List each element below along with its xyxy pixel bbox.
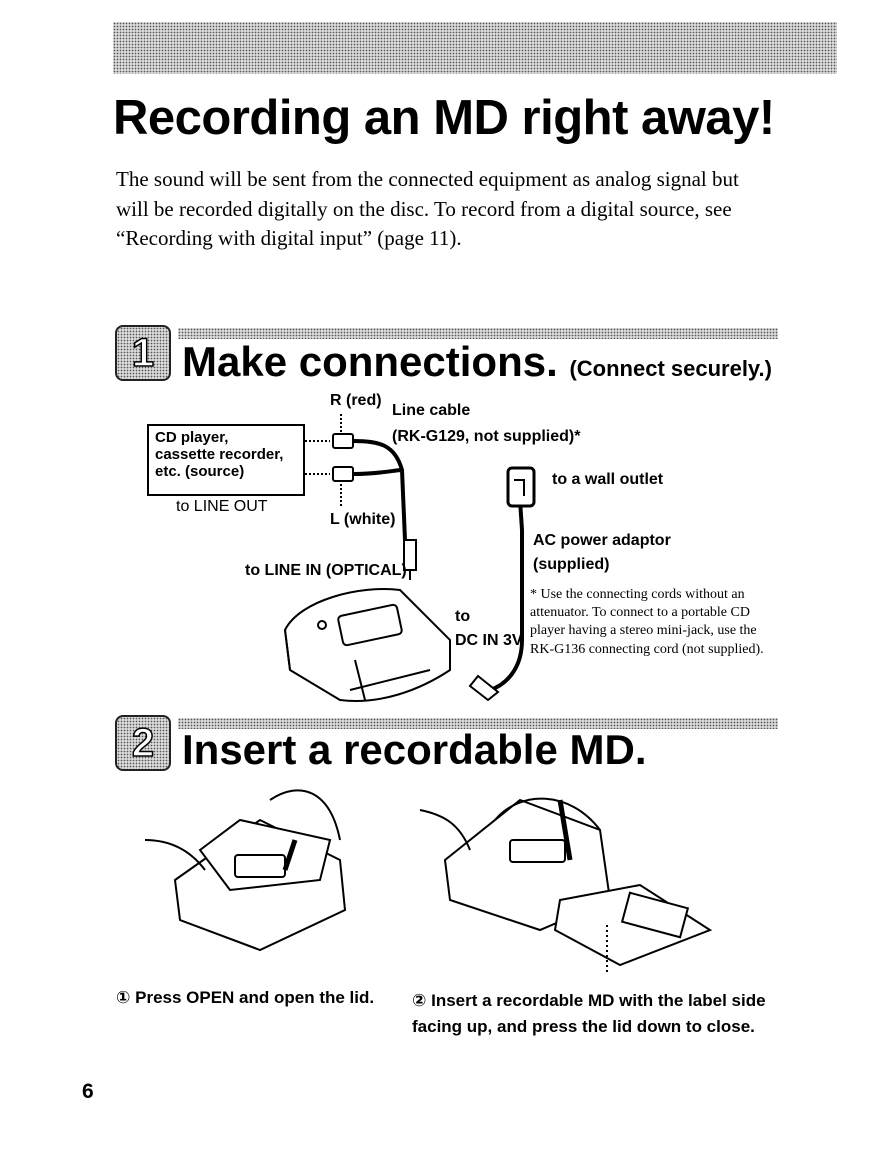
source-label-3: etc. (source) <box>155 463 245 480</box>
to-line-out-label: to LINE OUT <box>176 498 268 515</box>
r-red-label: R (red) <box>330 392 382 409</box>
step2-caption-1: ① Press OPEN and open the lid. <box>116 988 375 1007</box>
to-label: to <box>455 608 471 625</box>
step1-number-badge: 1 <box>115 325 171 381</box>
source-box: CD player, cassette recorder, etc. (sour… <box>147 424 305 496</box>
step2-number-badge: 2 <box>115 715 171 771</box>
ac-adaptor-supplied-label: (supplied) <box>533 556 610 573</box>
source-label-2: cassette recorder, <box>155 446 284 463</box>
header-pattern-band <box>113 22 837 74</box>
connection-note: * Use the connecting cords without an at… <box>530 587 764 657</box>
step2-title: Insert a recordable MD. <box>182 726 647 773</box>
dc-in-label: DC IN 3V <box>455 632 523 649</box>
line-cable-label: Line cable <box>392 402 471 419</box>
step2-pattern-band <box>178 718 778 729</box>
l-white-label: L (white) <box>330 511 396 528</box>
step1-subtitle: (Connect securely.) <box>569 356 772 381</box>
ac-adaptor-label: AC power adaptor <box>533 532 671 549</box>
step1-heading: Make connections. (Connect securely.) <box>182 338 772 386</box>
to-wall-outlet-label: to a wall outlet <box>552 471 664 488</box>
to-line-in-label: to LINE IN (OPTICAL) <box>245 562 407 579</box>
step1-title: Make connections. <box>182 338 558 385</box>
intro-paragraph: The sound will be sent from the connecte… <box>116 167 739 250</box>
md-recorder-unit <box>283 588 451 702</box>
source-label-1: CD player, <box>155 429 229 446</box>
step1-pattern-band <box>178 328 778 339</box>
line-cable-model-label: (RK-G129, not supplied)* <box>392 428 581 445</box>
page-title: Recording an MD right away! <box>113 91 775 145</box>
page-number: 6 <box>82 1080 94 1103</box>
open-lid-illustration <box>144 789 347 952</box>
step2-caption-2: ② Insert a recordable MD with the label … <box>412 991 766 1036</box>
source-equipment: CD player, cassette recorder, etc. (sour… <box>147 424 305 496</box>
insert-disc-illustration <box>419 797 713 975</box>
